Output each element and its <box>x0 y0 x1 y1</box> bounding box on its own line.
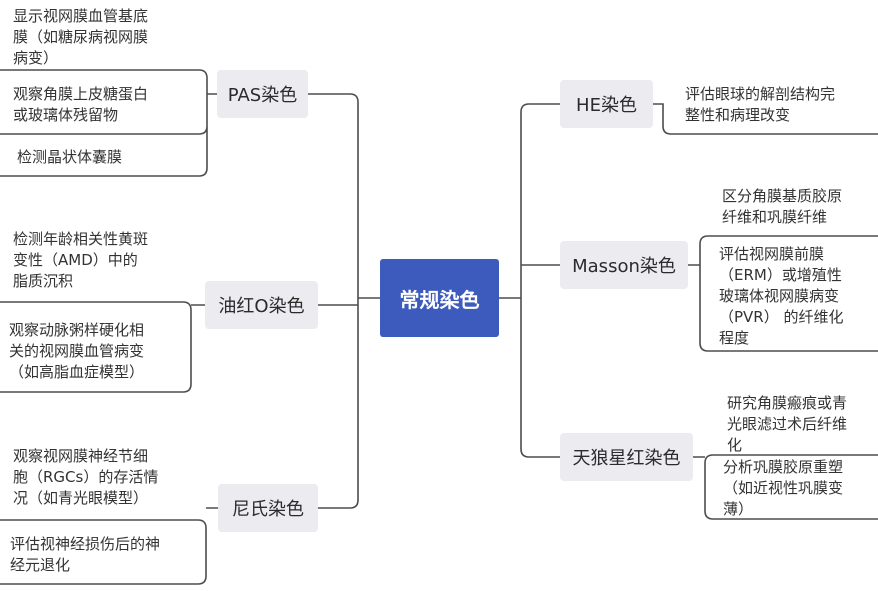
leaf-oil-red-o-2: 观察动脉粥样硬化相 关的视网膜血管病变 （如高脂血症模型） <box>9 321 145 381</box>
leaf-oil-red-o-1: 检测年龄相关性黄斑 变性（AMD）中的 脂质沉积 <box>13 230 149 290</box>
leaf-he-1: 评估眼球的解剖结构完 整性和病理改变 <box>685 85 836 124</box>
connector-masson-leaves <box>688 235 878 352</box>
branch-he-node: HE染色 <box>560 80 653 128</box>
leaf-pas-3: 检测晶状体囊膜 <box>17 148 123 166</box>
connector-pas-leaves <box>0 69 217 177</box>
leaf-sirius-red-1: 研究角膜瘢痕或青 光眼滤过术后纤维 化 <box>727 394 848 454</box>
center-node: 常规染色 <box>380 259 499 337</box>
leaf-nissl-1: 观察视网膜神经节细 胞（RGCs）的存活情 况（如青光眼模型） <box>13 447 159 507</box>
connector-left-trunk <box>308 93 359 509</box>
leaf-pas-2: 观察角膜上皮糖蛋白 或玻璃体残留物 <box>13 85 149 124</box>
leaf-nissl-2: 评估视神经损伤后的神 经元退化 <box>10 535 161 574</box>
leaf-sirius-red-2: 分析巩膜胶原重塑 （如近视性巩膜变 薄） <box>723 458 844 518</box>
leaf-masson-1: 区分角膜基质胶原 纤维和巩膜纤维 <box>722 187 843 226</box>
branch-sirius-red-node: 天狼星红染色 <box>560 433 693 481</box>
connector-sirius-leaves <box>693 454 878 520</box>
connector-right-trunk <box>520 103 560 458</box>
connector-nissl-leaves <box>0 507 218 585</box>
branch-pas-node: PAS染色 <box>217 70 308 118</box>
branch-nissl-node: 尼氏染色 <box>218 484 318 532</box>
leaf-pas-1: 显示视网膜血管基底 膜（如糖尿病视网膜 病变） <box>13 7 149 67</box>
branch-oil-red-o-node: 油红O染色 <box>205 281 318 329</box>
connector-he-leaves <box>653 103 878 135</box>
leaf-masson-2: 评估视网膜前膜 （ERM）或增殖性 玻璃体视网膜病变 （PVR） 的纤维化 程度 <box>719 245 844 347</box>
connector-oil-leaves <box>0 301 205 393</box>
branch-masson-node: Masson染色 <box>560 241 688 289</box>
